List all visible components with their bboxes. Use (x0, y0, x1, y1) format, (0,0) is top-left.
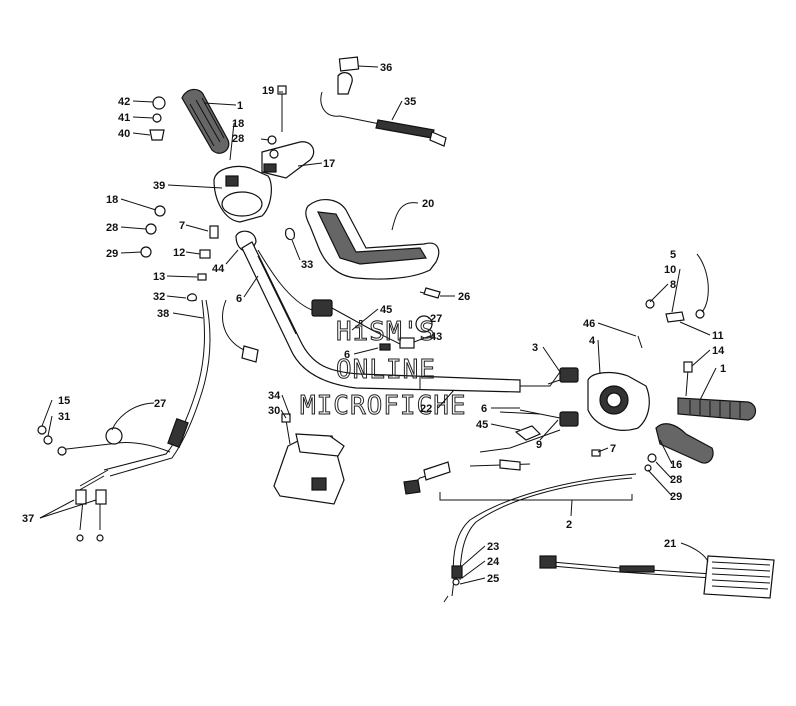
callout-labels: 42 41 40 1 19 18 28 17 39 18 28 29 7 12 … (22, 62, 726, 585)
switch-45-right (514, 411, 579, 441)
left-grip (181, 88, 230, 154)
callout-6-upper: 6 (236, 293, 242, 305)
callout-43: 43 (430, 331, 442, 343)
callout-18-left: 18 (106, 194, 118, 206)
leader-lines (39, 65, 717, 585)
throttle-housing-4 (587, 371, 650, 431)
right-hardware (591, 299, 705, 472)
right-wiring (403, 379, 561, 495)
callout-24: 24 (487, 556, 500, 568)
callout-13: 13 (153, 271, 165, 283)
callout-9: 9 (536, 439, 542, 451)
mount-bracket-34 (273, 413, 345, 505)
watermark-line-1: HiSM'S (336, 317, 436, 347)
callout-5: 5 (670, 249, 676, 261)
throttle-cable-38 (75, 299, 259, 542)
callout-18-top: 18 (232, 118, 244, 130)
callout-39: 39 (153, 180, 165, 192)
callout-27-center: 27 (430, 313, 442, 325)
watermark-line-3: MICROFICHE (300, 391, 467, 421)
callout-28-top: 28 (232, 133, 244, 145)
callout-37: 37 (22, 513, 34, 525)
callout-1-right: 1 (720, 363, 726, 375)
handlebar-22 (241, 241, 521, 393)
callout-38: 38 (157, 308, 169, 320)
watermark: HiSM'S ONLINE MICROFICHE (300, 317, 467, 422)
hand-warmer-21 (539, 555, 775, 599)
throttle-lever-17 (261, 141, 315, 179)
callout-20: 20 (422, 198, 434, 210)
callout-11: 11 (712, 330, 724, 342)
callout-1-left: 1 (237, 100, 243, 112)
callout-21: 21 (664, 538, 676, 550)
brake-cable-2 (443, 473, 637, 603)
left-switch-housing (213, 165, 272, 223)
callout-28-right: 28 (670, 474, 682, 486)
callout-19: 19 (262, 85, 274, 97)
watermark-line-2: ONLINE (336, 355, 436, 385)
callout-22: 22 (420, 403, 432, 415)
callout-31: 31 (58, 411, 70, 423)
bracket-lines (439, 371, 633, 501)
connector-36 (338, 56, 360, 72)
callout-23: 23 (487, 541, 499, 553)
callout-44: 44 (212, 263, 225, 275)
callout-32: 32 (153, 291, 165, 303)
callout-14: 14 (712, 345, 725, 357)
callout-34: 34 (268, 390, 281, 402)
callout-25: 25 (487, 573, 499, 585)
switch-3 (559, 367, 579, 383)
wire-harness-35 (320, 72, 447, 147)
callout-15: 15 (58, 395, 70, 407)
callout-8: 8 (670, 279, 676, 291)
callout-29-left: 29 (106, 248, 118, 260)
callout-12: 12 (173, 247, 185, 259)
throttle-lever-16 (655, 423, 714, 464)
callout-41: 41 (118, 112, 130, 124)
callout-40: 40 (118, 128, 130, 140)
kill-switch-cable-27 (37, 425, 171, 456)
callout-45-right: 45 (476, 419, 488, 431)
callout-27-left: 27 (154, 398, 166, 410)
callout-42: 42 (118, 96, 130, 108)
handlebar-pad-20 (305, 199, 440, 280)
callout-30: 30 (268, 405, 280, 417)
callout-45-left: 45 (380, 304, 392, 316)
callout-10: 10 (664, 264, 676, 276)
callout-6-center: 6 (344, 349, 350, 361)
callout-33: 33 (301, 259, 313, 271)
callout-4: 4 (589, 335, 596, 347)
callout-35: 35 (404, 96, 416, 108)
callout-2: 2 (566, 519, 572, 531)
callout-26: 26 (458, 291, 470, 303)
callout-46: 46 (583, 318, 595, 330)
callout-16: 16 (670, 459, 682, 471)
callout-3: 3 (532, 342, 538, 354)
center-wiring (257, 249, 441, 351)
callout-28-left: 28 (106, 222, 118, 234)
callout-36: 36 (380, 62, 392, 74)
callout-17: 17 (323, 158, 335, 170)
right-grip-1 (677, 397, 757, 421)
left-hardware (140, 85, 295, 302)
callout-7-left: 7 (179, 220, 185, 232)
callout-29-right: 29 (670, 491, 682, 503)
callout-6-right: 6 (481, 403, 487, 415)
callout-7-right: 7 (610, 443, 616, 455)
